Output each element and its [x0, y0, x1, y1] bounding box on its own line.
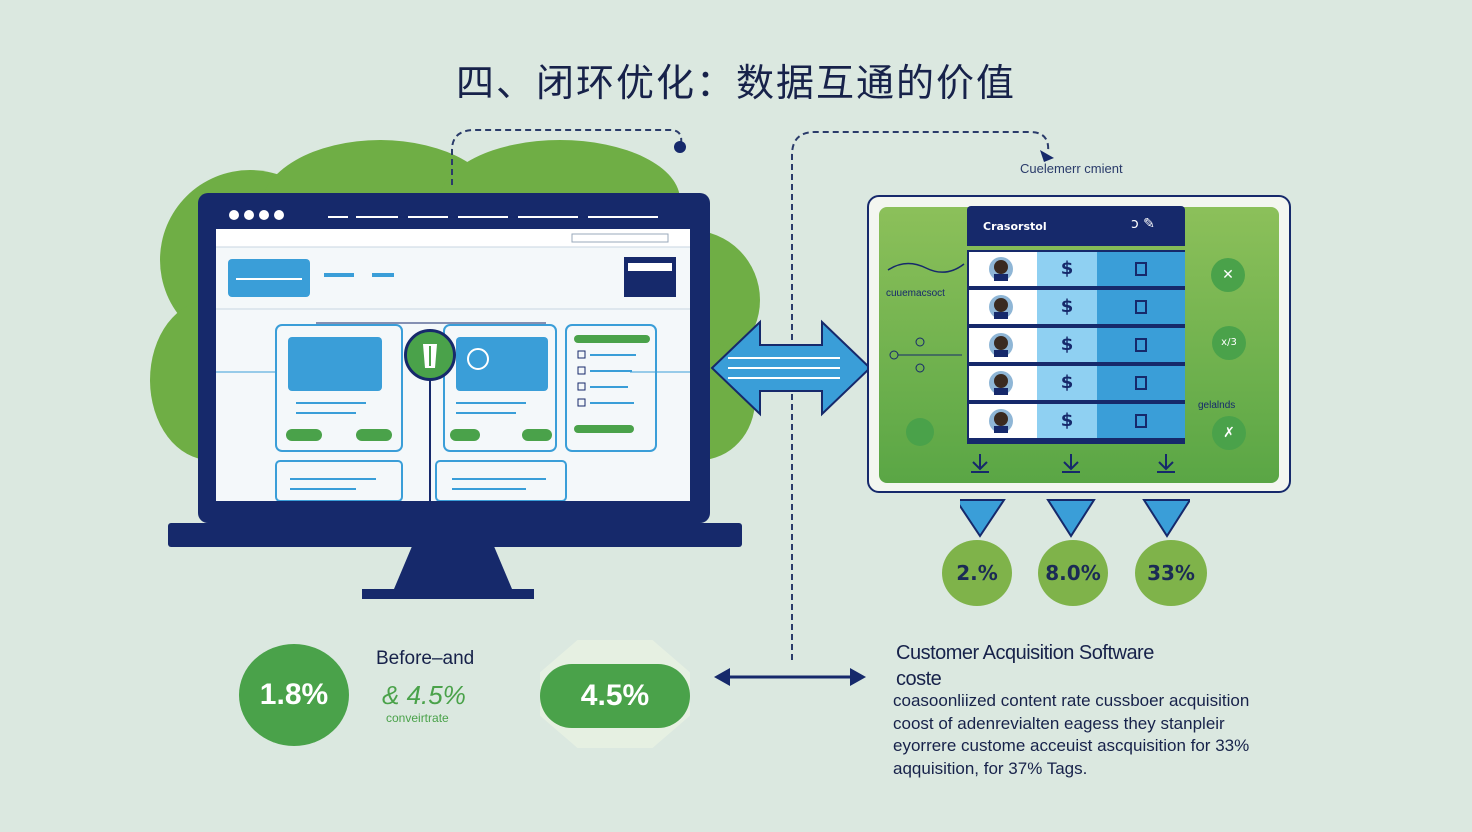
avatar	[969, 290, 1037, 324]
cas-heading-line1: Customer Acquisition Software	[896, 642, 1154, 664]
document-icon	[1097, 366, 1185, 400]
cas-body-line: aqquisition, for 37% Tags.	[893, 758, 1088, 778]
crm-header-title: Crasorstol	[983, 220, 1047, 233]
crm-table-header: Crasorstol ↄ ✎	[967, 206, 1185, 246]
crm-table-row[interactable]: $	[969, 290, 1185, 324]
after-value-pill: 4.5%	[540, 664, 690, 728]
monitor-stand	[394, 547, 512, 589]
dashed-connector	[451, 129, 683, 185]
horizontal-arrow-icon	[714, 668, 866, 686]
customer-label: Cuelemerr cmient	[1020, 161, 1123, 176]
dashboard-wireframe	[216, 229, 690, 502]
avatar	[969, 252, 1037, 286]
crm-table-row[interactable]: $	[969, 328, 1185, 362]
crm-table-row[interactable]: $	[969, 404, 1185, 438]
window-dots	[228, 206, 288, 225]
crm-side-label: cuuemacsoct	[886, 288, 945, 299]
after-inline-value: & 4.5%	[382, 680, 466, 710]
percent-badge-1: 2.%	[942, 540, 1012, 606]
page-title: 四、闭环优化：数据互通的价值	[455, 61, 1016, 105]
cas-heading-line2: coste	[896, 668, 942, 690]
document-icon	[1097, 404, 1185, 438]
conversion-rate-label: conveirtrate	[386, 711, 449, 725]
document-icon	[1097, 328, 1185, 362]
crm-table-row[interactable]: $	[969, 366, 1185, 400]
crm-left-decor	[887, 262, 965, 446]
dollar-cell: $	[1037, 290, 1097, 324]
monitor	[198, 193, 710, 523]
before-label: Before–and	[376, 648, 475, 669]
avatar	[969, 328, 1037, 362]
monitor-foot	[362, 589, 534, 599]
dollar-cell: $	[1037, 252, 1097, 286]
percent-badge-2: 8.0%	[1038, 540, 1108, 606]
monitor-base	[168, 523, 742, 547]
document-icon	[1097, 252, 1185, 286]
right-icon-2: x/3	[1212, 326, 1246, 360]
crm-right-label: gelalnds	[1198, 400, 1236, 411]
dashed-connector-right	[791, 131, 1050, 660]
menu-lines	[328, 216, 658, 218]
dollar-cell: $	[1037, 404, 1097, 438]
cas-body-line: coasoonliized content rate cussboer acqu…	[893, 691, 1250, 710]
plant-badge-icon	[404, 329, 456, 381]
crm-table-row[interactable]: $	[969, 252, 1185, 286]
avatar	[969, 404, 1037, 438]
cas-body-line: coost of adenrevialten eagess they stanp…	[893, 713, 1225, 733]
dollar-cell: $	[1037, 366, 1097, 400]
right-icon-1: ✕	[1211, 258, 1245, 292]
percent-badge-3: 33%	[1135, 540, 1207, 606]
settings-icon: ↄ ✎	[1131, 216, 1155, 232]
before-value-circle: 1.8%	[239, 644, 349, 746]
download-arrows	[960, 454, 1190, 538]
avatar	[969, 366, 1037, 400]
cas-body: coasoonliized content rate cussboer acqu…	[893, 690, 1313, 780]
cas-heading: Customer Acquisition Software coste	[896, 640, 1154, 692]
document-icon	[1097, 290, 1185, 324]
dollar-cell: $	[1037, 328, 1097, 362]
right-icon-3: ✗	[1212, 416, 1246, 450]
cas-body-line: eyorrere custome acceuist ascquisition f…	[893, 736, 1250, 755]
